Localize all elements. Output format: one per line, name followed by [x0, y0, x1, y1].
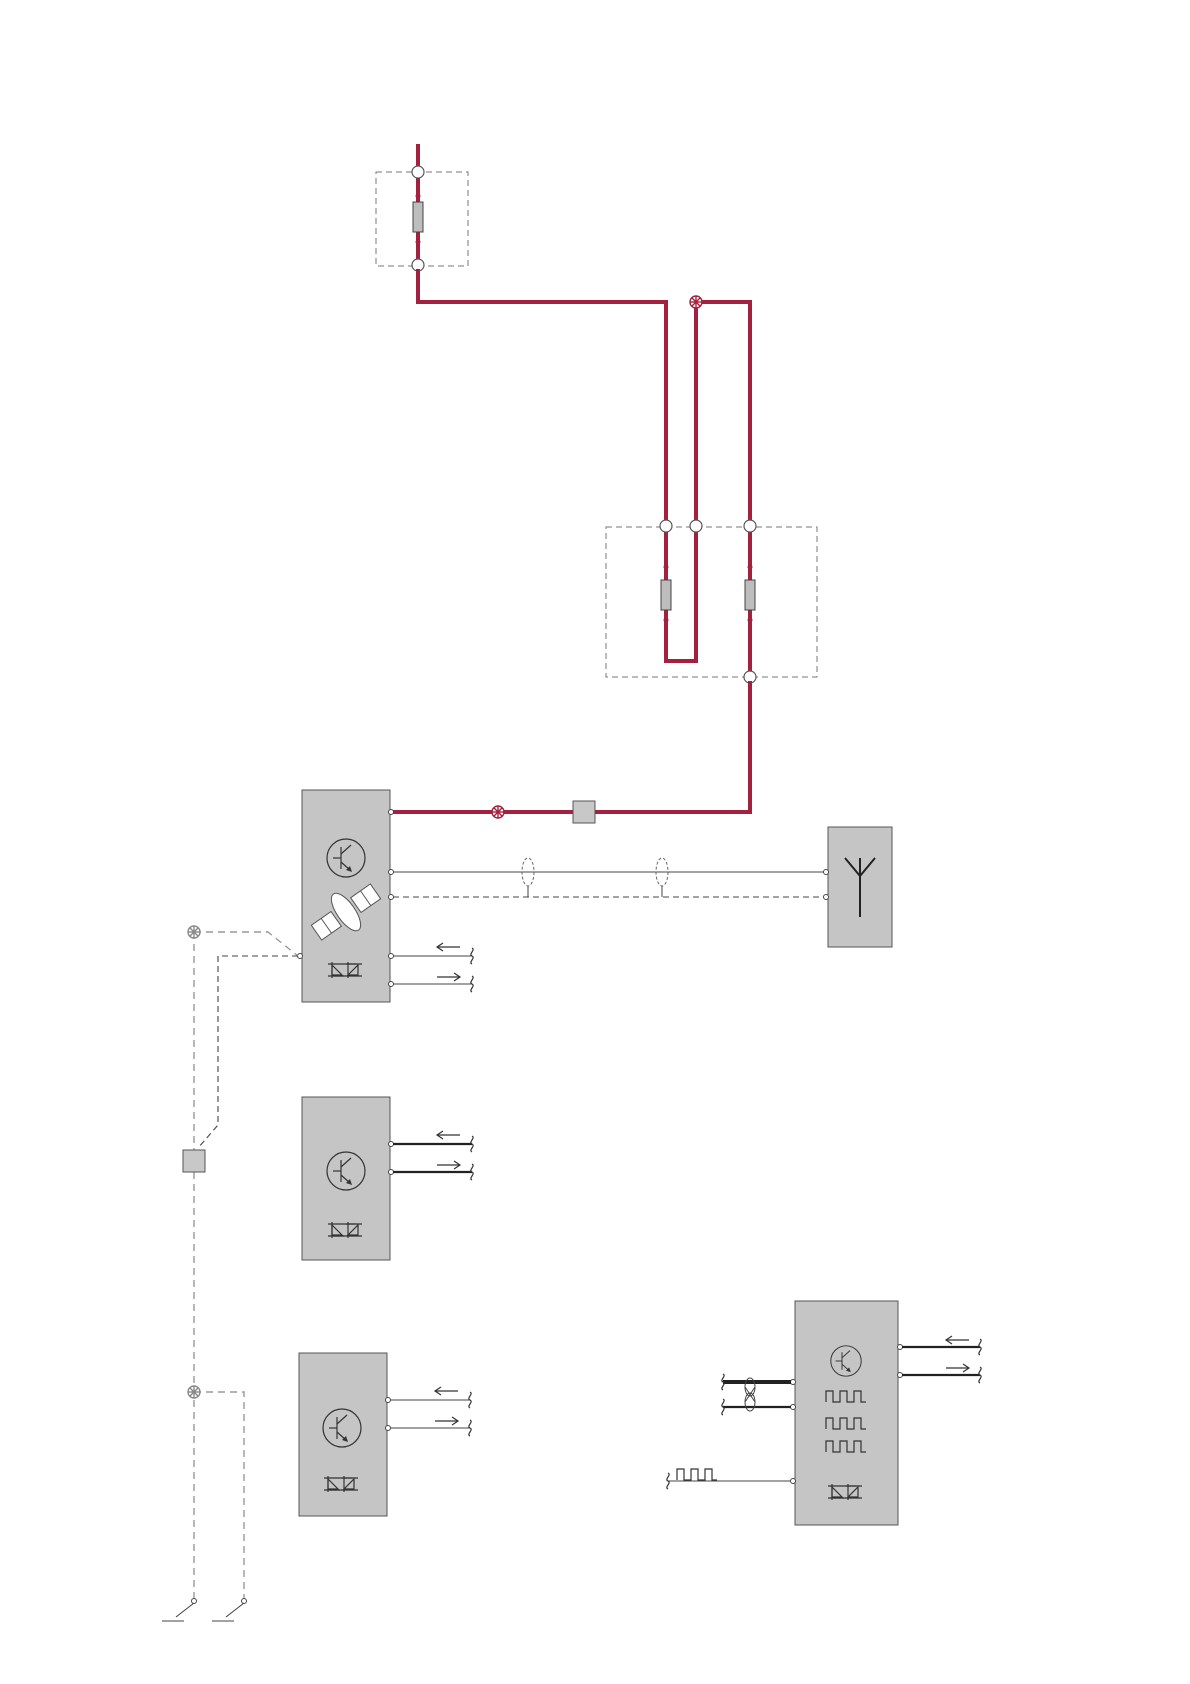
- arrow-right-icon: [437, 973, 460, 981]
- antenna-unit: [824, 827, 893, 947]
- connector-fuse-a: [660, 520, 672, 532]
- fuse-terminal-dot: [664, 618, 669, 623]
- connector-fuse-c: [744, 520, 756, 532]
- fuse-2-icon: [661, 580, 671, 610]
- arrow-left-icon: [435, 1387, 458, 1395]
- module-pin: [898, 1345, 903, 1350]
- fuse-3-icon: [745, 580, 755, 610]
- wire-break-icon: [979, 1339, 981, 1355]
- module-3-box: [299, 1353, 387, 1516]
- connector-top-in: [412, 166, 424, 178]
- wire-break-icon: [471, 976, 473, 992]
- wire-break-icon: [667, 1473, 669, 1489]
- module-pin: [386, 1426, 391, 1431]
- fuse-terminal-dot: [664, 565, 669, 570]
- module-pin: [389, 1170, 394, 1175]
- module-pin: [389, 810, 394, 815]
- fuse-terminal-dot: [748, 565, 753, 570]
- switch-1-icon: [162, 1599, 197, 1622]
- module-pin: [389, 870, 394, 875]
- connector-fuse-b: [690, 520, 702, 532]
- square-wave-icon: [677, 1469, 717, 1480]
- switch-circuit: [162, 926, 298, 1621]
- module-pin: [898, 1373, 903, 1378]
- antenna-pin: [824, 870, 829, 875]
- fuse-box-middle-frame: [606, 527, 817, 677]
- wire-break-icon: [471, 948, 473, 964]
- wire-break-icon: [469, 1420, 471, 1436]
- module-3: [299, 1353, 471, 1516]
- fuse-terminal-dot: [416, 240, 421, 245]
- module-gps: [298, 683, 827, 1002]
- module-pin: [389, 1142, 394, 1147]
- module-pin: [389, 895, 394, 900]
- fuse-terminal-dot: [748, 618, 753, 623]
- module-pin: [389, 982, 394, 987]
- splice-point-icon: [188, 1386, 200, 1398]
- module-pin: [791, 1405, 796, 1410]
- wire-break-icon: [979, 1367, 981, 1383]
- wire-break-icon: [471, 1164, 473, 1180]
- splice-point-icon: [492, 806, 504, 818]
- module-pin: [298, 954, 303, 959]
- switch-wire-upper: [194, 932, 298, 956]
- arrow-left-icon: [437, 943, 460, 951]
- fuse-terminal-dot: [416, 194, 421, 199]
- arrow-right-icon: [437, 1161, 460, 1169]
- fuse-box-top: [376, 146, 468, 271]
- inline-connector: [183, 1150, 205, 1172]
- module-pin: [386, 1398, 391, 1403]
- module-4-box: [795, 1301, 898, 1525]
- fuse-box-middle: [606, 520, 817, 812]
- switch-wire-right: [194, 1392, 244, 1600]
- wire-break-icon: [722, 1374, 724, 1390]
- power-routing: [418, 271, 750, 524]
- arrow-right-icon: [946, 1364, 969, 1372]
- switch-2-icon: [212, 1599, 247, 1622]
- arrow-left-icon: [946, 1336, 969, 1344]
- arrow-left-icon: [437, 1131, 460, 1139]
- module-4: [667, 1301, 981, 1525]
- power-wire-left-branch: [418, 271, 666, 524]
- module-pin: [389, 954, 394, 959]
- module-pin: [791, 1479, 796, 1484]
- module-pin: [791, 1380, 796, 1385]
- splice-point-icon: [188, 926, 200, 938]
- antenna-pin: [824, 895, 829, 900]
- wire-break-icon: [722, 1399, 724, 1415]
- switch-wire-dashed: [198, 956, 298, 1148]
- power-wire-right-branch: [696, 302, 750, 524]
- inline-connector: [573, 801, 595, 823]
- power-wire-to-gps-module: [392, 683, 750, 812]
- module-2: [302, 1097, 473, 1260]
- wire-break-icon: [471, 1136, 473, 1152]
- wire-break-icon: [469, 1392, 471, 1408]
- fuse-1-icon: [413, 202, 423, 232]
- splice-point-icon: [690, 296, 702, 308]
- arrow-right-icon: [435, 1417, 458, 1425]
